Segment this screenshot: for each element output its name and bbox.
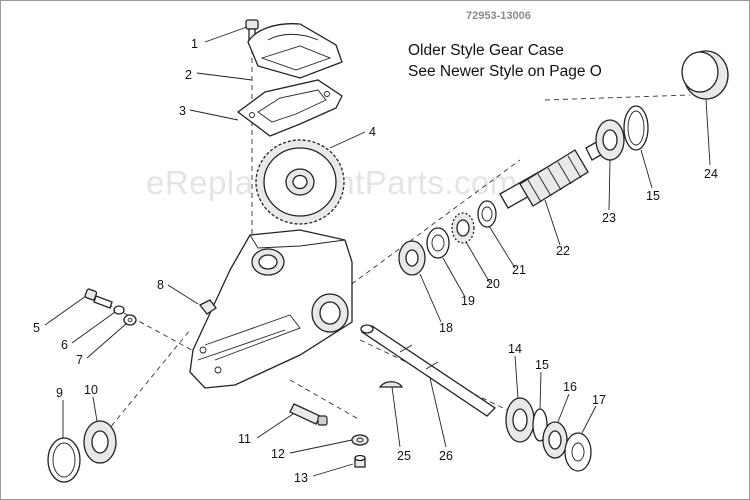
part-17-washer <box>564 432 592 472</box>
part-14-bearing <box>505 397 535 443</box>
part-12-washer <box>351 434 369 446</box>
callout-7: 7 <box>76 353 83 367</box>
diagram-code: 72953-13006 <box>466 10 531 22</box>
callout-24: 24 <box>704 167 718 181</box>
callout-16: 16 <box>563 380 577 394</box>
note-line-2: See Newer Style on Page O <box>408 63 602 80</box>
part-23-bearing <box>595 119 625 161</box>
part-16-seal <box>542 421 568 459</box>
part-5-bolt <box>84 288 113 309</box>
leader-lines <box>44 26 711 477</box>
part-20-thrust-bearing <box>451 212 475 244</box>
callout-25: 25 <box>397 449 411 463</box>
part-22-worm-shaft <box>499 139 607 209</box>
part-13-plug <box>354 454 366 468</box>
part-2-cover <box>247 23 343 79</box>
callout-20: 20 <box>486 277 500 291</box>
assembly-lines <box>99 40 691 441</box>
part-7-washer <box>123 314 137 326</box>
callout-13: 13 <box>294 471 308 485</box>
callout-15-lower: 15 <box>535 358 549 372</box>
callout-18: 18 <box>439 321 453 335</box>
callout-22: 22 <box>556 244 570 258</box>
part-21-washer <box>477 200 497 228</box>
part-10-bearing <box>83 420 117 464</box>
callout-1: 1 <box>191 37 198 51</box>
callout-2: 2 <box>185 68 192 82</box>
callout-3: 3 <box>179 104 186 118</box>
callout-17: 17 <box>592 393 606 407</box>
callout-4: 4 <box>369 125 376 139</box>
part-6-lock-washer <box>113 305 125 315</box>
note-line-1: Older Style Gear Case <box>408 42 564 59</box>
part-19-washer <box>426 227 450 259</box>
callout-numbers: 1 2 3 4 5 6 7 8 9 10 11 12 13 14 15 16 1… <box>33 37 718 485</box>
gear-case-housing <box>189 229 353 389</box>
callout-11: 11 <box>238 432 251 446</box>
callout-9: 9 <box>56 386 63 400</box>
diagram-note: Older Style Gear Case See Newer Style on… <box>408 40 602 82</box>
callout-19: 19 <box>461 294 475 308</box>
callout-6: 6 <box>61 338 68 352</box>
callout-5: 5 <box>33 321 40 335</box>
callout-12: 12 <box>271 447 285 461</box>
part-9-snap-ring <box>47 437 81 483</box>
part-3-gasket <box>236 79 343 137</box>
callout-21: 21 <box>512 263 526 277</box>
callout-8: 8 <box>157 278 164 292</box>
part-15-snap-ring-upper <box>623 105 649 151</box>
part-8-key <box>199 299 217 315</box>
callout-14: 14 <box>508 342 522 356</box>
part-25-woodruff-key <box>378 381 404 388</box>
part-11-screw <box>289 403 328 426</box>
callout-26: 26 <box>439 449 453 463</box>
callout-15-upper: 15 <box>646 189 660 203</box>
callout-10: 10 <box>84 383 98 397</box>
part-4-gear <box>255 139 345 225</box>
callout-23: 23 <box>602 211 616 225</box>
part-24-cap <box>681 50 729 100</box>
part-26-shaft <box>360 324 497 417</box>
part-18-bearing <box>398 240 426 276</box>
